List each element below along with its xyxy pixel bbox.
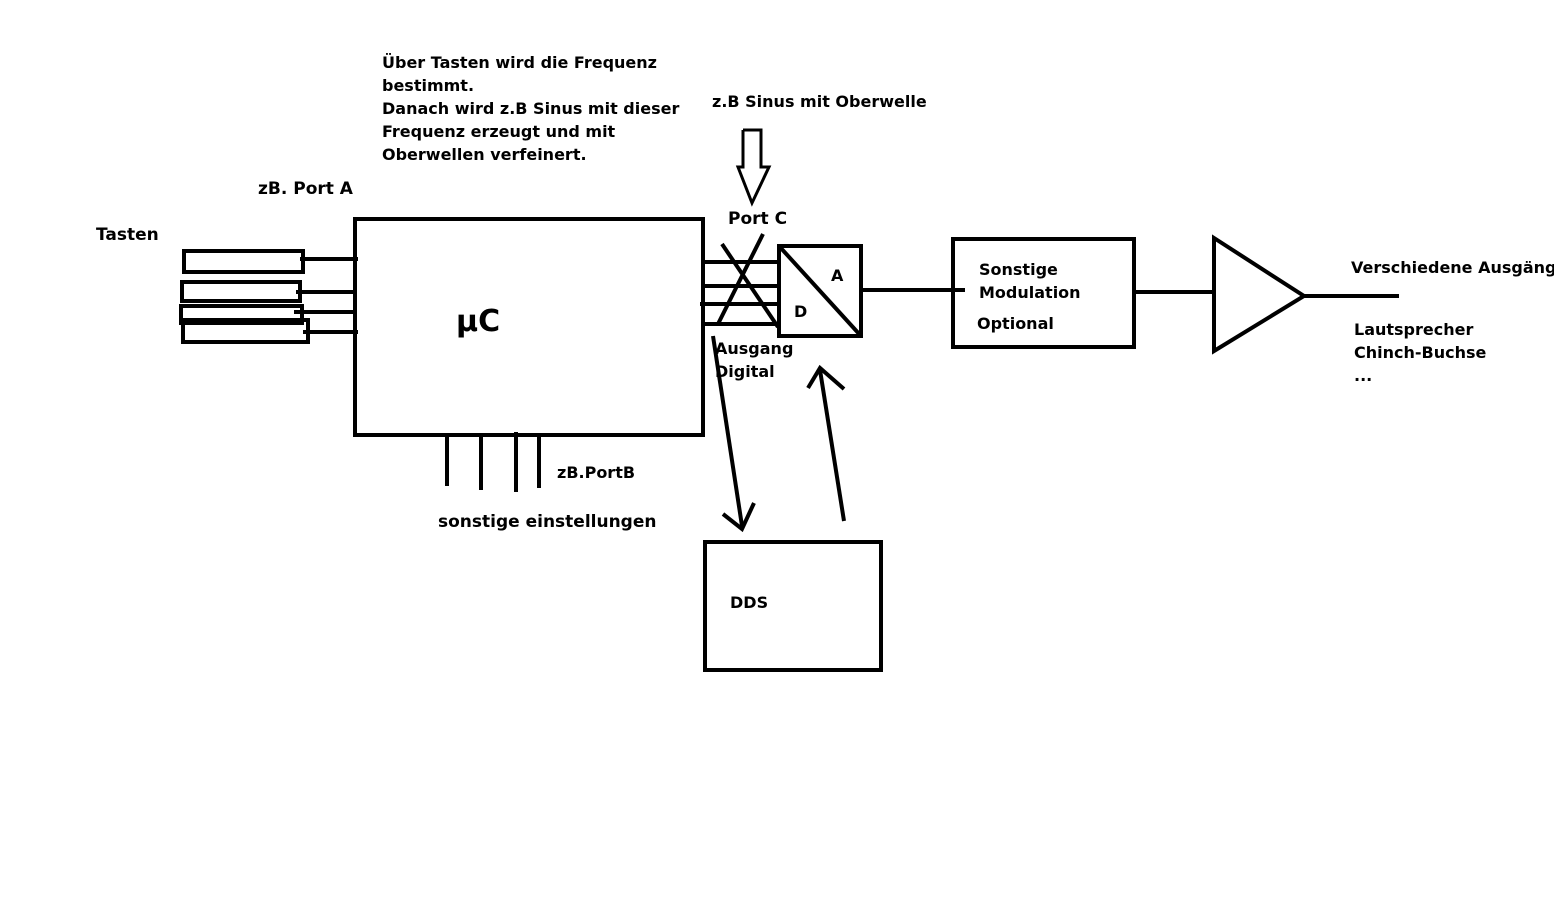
output-item-1: Lautsprecher [1354,320,1474,339]
dds-label: DDS [730,593,769,612]
other-settings-label: sonstige einstellungen [438,512,657,532]
port-b-label: zB.PortB [557,463,636,482]
description-line-1: Über Tasten wird die Frequenz [382,53,657,72]
ausgang-label: Ausgang [715,339,794,358]
modulation-line-1: Sonstige [979,260,1058,279]
description-line-5: Oberwellen verfeinert. [382,145,587,164]
dac-a-label: A [831,266,844,285]
description-note: Über Tasten wird die Frequenz bestimmt. … [382,51,679,166]
port-a-label: zB. Port A [258,179,353,199]
key-2 [180,280,302,303]
outputs-heading: Verschiedene Ausgänge [1351,258,1554,277]
description-line-4: Frequenz erzeugt und mit [382,122,616,141]
description-line-2: bestimmt. [382,76,475,95]
cross-out-line-2 [716,233,765,325]
hollow-down-arrow [735,128,772,207]
key-3 [179,304,304,325]
description-line-3: Danach wird z.B Sinus mit dieser [382,99,680,118]
key-1 [182,249,305,274]
digital-label: Digital [715,362,775,381]
sine-harmonic-label: z.B Sinus mit Oberwelle [712,92,927,111]
port-c-label: Port C [728,209,788,229]
microcontroller-label: µC [456,304,501,339]
arrow-from-dds-shaft [818,369,846,522]
arrow-from-dds-head [806,364,846,391]
arrow-to-dds-head [721,502,756,533]
tasten-label: Tasten [96,225,159,245]
dac-diagonal [777,244,863,338]
arrow-to-dds-shaft [711,335,744,527]
microcontroller-block [353,217,705,437]
modulation-line-2: Modulation [979,283,1081,302]
cross-out-line-1 [720,242,780,329]
modulation-line-3: Optional [977,314,1054,333]
amplifier-triangle [1212,234,1308,355]
output-item-2: Chinch-Buchse [1354,343,1487,362]
dac-d-label: D [794,302,808,321]
output-item-3: ... [1354,366,1373,385]
dds-block [703,540,883,672]
